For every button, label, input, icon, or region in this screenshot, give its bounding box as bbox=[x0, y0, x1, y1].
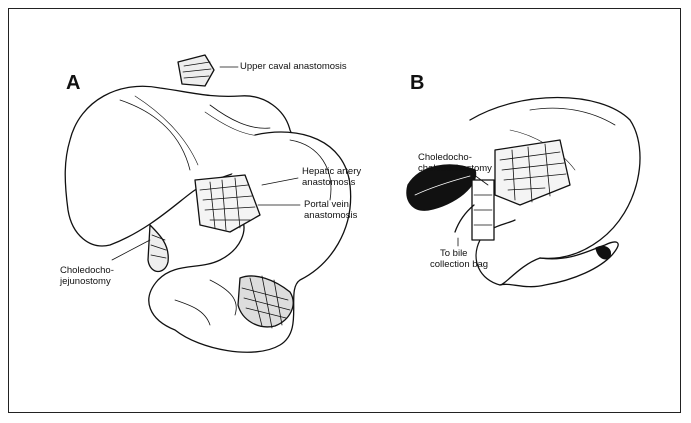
panel-b-letter: B bbox=[410, 72, 424, 95]
label-choledocho-b-line1: Choledocho- bbox=[418, 152, 472, 163]
choledochojejunostomy bbox=[148, 225, 168, 272]
label-choledocho-b-line2: choledochostomy bbox=[418, 163, 492, 174]
label-portal-vein-line1: Portal vein bbox=[304, 199, 349, 210]
label-upper-caval-anastomosis: Upper caval anastomosis bbox=[240, 61, 347, 72]
label-choledocho-a-line1: Choledocho- bbox=[60, 265, 114, 276]
drain-line bbox=[455, 205, 474, 232]
leader-choledocho-a bbox=[112, 240, 150, 260]
label-portal-vein-line2: anastomosis bbox=[304, 210, 357, 221]
label-hepatic-artery-line1: Hepatic artery bbox=[302, 166, 361, 177]
label-bile-bag-line2: collection bag bbox=[430, 259, 488, 270]
panel-a-letter: A bbox=[66, 72, 80, 95]
label-bile-bag-line1: To bile bbox=[440, 248, 467, 259]
vessel-stub-b bbox=[596, 246, 610, 258]
label-choledocho-a-line2: jejunostomy bbox=[60, 276, 111, 287]
label-hepatic-artery-line2: anastomosis bbox=[302, 177, 355, 188]
